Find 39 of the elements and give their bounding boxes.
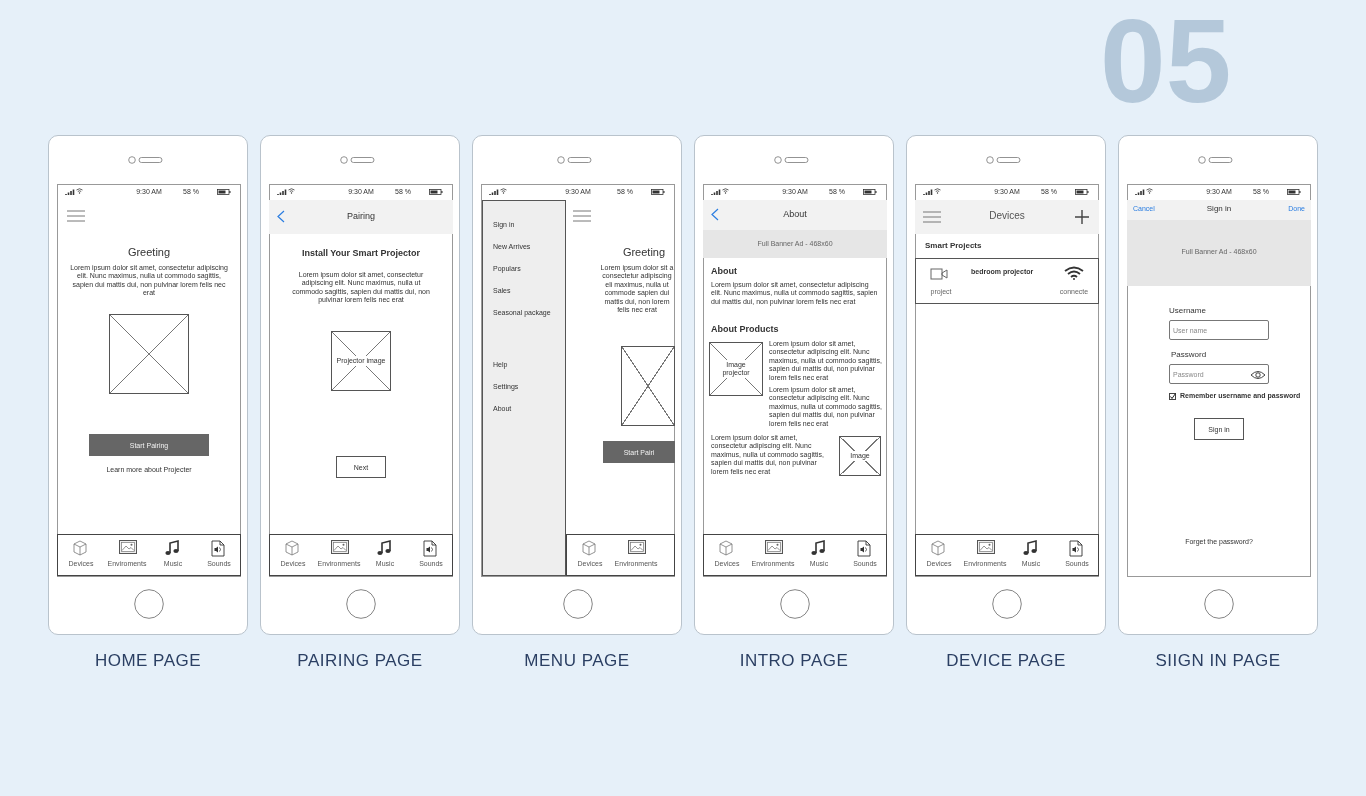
side-menu: [482, 200, 566, 576]
tab-bar: [57, 534, 241, 576]
page-caption: PAIRING PAGE: [296, 651, 424, 672]
page-caption: HOME PAGE: [93, 651, 203, 672]
tab-bar: [915, 534, 1099, 576]
tab-bar: [566, 534, 675, 576]
section-heading: About: [711, 266, 738, 277]
image-frame: [621, 346, 675, 426]
page-heading: Install Your Smart Projector: [300, 248, 422, 259]
section-heading: About Products: [711, 324, 780, 335]
field-label: Password: [1171, 350, 1208, 360]
phone-frame: [906, 135, 1106, 635]
screen-title: Sign in: [1205, 204, 1233, 214]
phone-frame: [694, 135, 894, 635]
tab-bar: [703, 534, 887, 576]
ad-banner: [1127, 220, 1311, 286]
page-caption: SIIGN IN PAGE: [1154, 651, 1282, 672]
navigation-bar: [915, 200, 1099, 234]
page-caption: DEVICE PAGE: [945, 651, 1067, 672]
device-row: [915, 258, 1099, 304]
page-caption: INTRO PAGE: [738, 651, 850, 672]
screen-title: Pairing: [346, 211, 376, 222]
section-heading: Greeting: [126, 246, 172, 260]
phone-frame: [1118, 135, 1318, 635]
section-heading: Smart Projects: [925, 241, 983, 251]
navigation-bar: [269, 200, 453, 234]
screen-title: Devices: [988, 210, 1026, 222]
image-frame: [109, 314, 189, 394]
phone-frame: [48, 135, 248, 635]
page-caption: MENU PAGE: [523, 651, 631, 672]
phone-frame: [260, 135, 460, 635]
tab-bar: [269, 534, 453, 576]
phone-frame: [472, 135, 682, 635]
section-heading: Greeting: [621, 246, 667, 260]
screen-title: About: [782, 209, 808, 220]
navigation-bar: [703, 200, 887, 230]
field-label: Username: [1169, 306, 1207, 316]
ad-banner: [703, 230, 887, 258]
navigation-bar: [1127, 200, 1311, 220]
